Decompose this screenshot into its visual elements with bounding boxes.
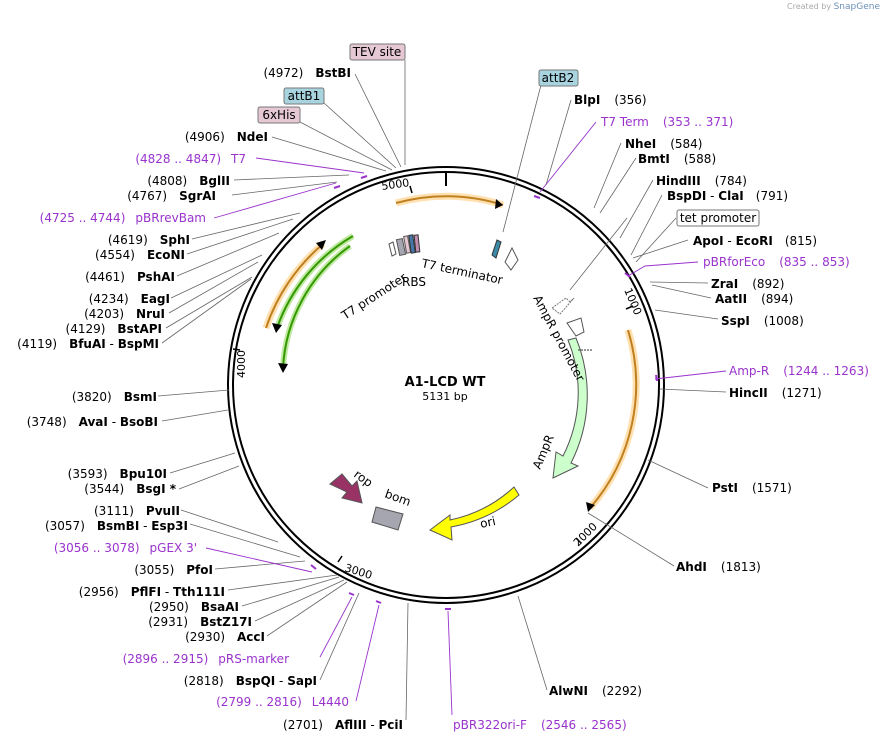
- ampr-promoter-feature: [551, 297, 575, 315]
- enzymes-left: (4972)BstBI (4906)NdeI (4808)BglII (4767…: [17, 66, 403, 732]
- svg-text:BlpI(356): BlpI(356): [574, 93, 647, 107]
- svg-text:(4906)NdeI: (4906)NdeI: [185, 130, 268, 144]
- svg-text:(2701)AflIII - PciI: (2701)AflIII - PciI: [283, 718, 403, 732]
- svg-text:(3056 .. 3078)pGEX 3': (3056 .. 3078)pGEX 3': [54, 541, 197, 555]
- green-arc-2: [282, 245, 351, 369]
- svg-text:(2956)PflFI - Tth111I: (2956)PflFI - Tth111I: [79, 585, 225, 599]
- svg-text:(3111)PvuII: (3111)PvuII: [94, 504, 180, 518]
- svg-text:4000: 4000: [235, 350, 248, 378]
- feature-box-attb2: attB2: [538, 69, 579, 87]
- svg-text:NheI(584): NheI(584): [625, 137, 702, 151]
- orf-right-arc: [589, 329, 638, 509]
- rbs-label: RBS: [402, 275, 426, 289]
- svg-text:pBRforEco(835 .. 853): pBRforEco(835 .. 853): [703, 255, 850, 269]
- svg-text:tet promoter: tet promoter: [680, 211, 756, 225]
- primer-labels: T7 Term(353 .. 371) pBRforEco(835 .. 853…: [453, 115, 869, 732]
- svg-text:(4203)NruI: (4203)NruI: [84, 307, 165, 321]
- svg-text:(3055)PfoI: (3055)PfoI: [134, 563, 213, 577]
- svg-text:(2818)BspQI - SapI: (2818)BspQI - SapI: [184, 674, 317, 688]
- ruler-tick-5000: 5000: [381, 176, 413, 194]
- svg-text:pBR322ori-F(2546 .. 2565): pBR322ori-F(2546 .. 2565): [453, 718, 627, 732]
- svg-text:(4972)BstBI: (4972)BstBI: [263, 66, 351, 80]
- svg-text:(2799 .. 2816)L4440: (2799 .. 2816)L4440: [216, 695, 349, 709]
- svg-text:attB2: attB2: [542, 71, 575, 85]
- svg-text:(3593)Bpu10I: (3593)Bpu10I: [68, 467, 167, 481]
- primer-leader-lines: [205, 121, 727, 716]
- svg-text:PstI(1571): PstI(1571): [712, 481, 792, 495]
- bom-label: bom: [383, 487, 413, 509]
- ruler-tick-4000: 4000: [232, 348, 248, 378]
- svg-text:ApoI - EcoRI(815): ApoI - EcoRI(815): [693, 234, 817, 248]
- svg-text:(4554)EcoNI: (4554)EcoNI: [95, 248, 185, 262]
- svg-text:(4828 .. 4847)T7: (4828 .. 4847)T7: [135, 152, 246, 166]
- plasmid-length: 5131 bp: [422, 390, 467, 403]
- svg-text:BspDI - ClaI(791): BspDI - ClaI(791): [667, 189, 788, 203]
- svg-text:HindIII(784): HindIII(784): [656, 174, 747, 188]
- svg-text:6xHis: 6xHis: [262, 108, 295, 122]
- feature-box-tet-promoter: tet promoter: [676, 209, 760, 227]
- t7-promoter-feature: [388, 241, 397, 257]
- svg-text:(2930)AccI: (2930)AccI: [185, 630, 265, 644]
- t7-terminator-arrow: [504, 246, 519, 271]
- feature-box-attb1: attB1: [283, 87, 325, 105]
- svg-text:(4725 .. 4744)pBRrevBam: (4725 .. 4744)pBRrevBam: [40, 211, 206, 225]
- svg-text:(4234)EagI: (4234)EagI: [89, 292, 170, 306]
- enzymes-right: BlpI(356) NheI(584) BmtI(588) HindIII(78…: [549, 93, 822, 698]
- feature-box-tev-site: TEV site: [349, 43, 406, 61]
- svg-text:(2931)BstZ17I: (2931)BstZ17I: [148, 615, 252, 629]
- svg-text:AatII(894): AatII(894): [715, 292, 793, 306]
- ori-arrow: [429, 486, 520, 541]
- svg-text:(3820)BsmI: (3820)BsmI: [72, 390, 157, 404]
- orf-right-arc-halo: [587, 328, 640, 511]
- plasmid-name: A1-LCD WT: [405, 375, 486, 390]
- svg-text:(4767)SgrAI: (4767)SgrAI: [127, 189, 216, 203]
- ruler-tick-1000: 1000: [621, 286, 644, 317]
- svg-text:(3748)AvaI - BsoBI: (3748)AvaI - BsoBI: [27, 415, 158, 429]
- svg-text:AhdI(1813): AhdI(1813): [676, 560, 761, 574]
- svg-text:TEV site: TEV site: [352, 45, 402, 59]
- svg-text:1000: 1000: [621, 286, 644, 317]
- svg-text:SspI(1008): SspI(1008): [721, 314, 804, 328]
- svg-text:(3057)BsmBI - Esp3I: (3057)BsmBI - Esp3I: [45, 519, 188, 533]
- feature-box-6xhis: 6xHis: [257, 106, 301, 124]
- svg-text:(4129)BstAPI: (4129)BstAPI: [66, 322, 162, 336]
- svg-text:BmtI(588): BmtI(588): [638, 152, 716, 166]
- t7-terminator-label: T7 terminator: [419, 256, 504, 287]
- snapgene-watermark: Created by SnapGene: [787, 2, 880, 12]
- svg-text:(4808)BglII: (4808)BglII: [147, 174, 230, 188]
- svg-text:ZraI(892): ZraI(892): [711, 277, 784, 291]
- svg-text:attB1: attB1: [288, 89, 321, 103]
- rbs-feature: [395, 237, 407, 257]
- green-arc-1: [276, 235, 354, 329]
- bom-feature: [371, 506, 404, 531]
- svg-text:(4461)PshAI: (4461)PshAI: [85, 270, 175, 284]
- backbone-outer: [227, 166, 665, 604]
- ampr-arrow: [552, 337, 588, 479]
- primer-labels-left: (2799 .. 2816)L4440 (2896 .. 2915)pRS-ma…: [40, 152, 349, 709]
- svg-text:AlwNI(2292): AlwNI(2292): [549, 684, 642, 698]
- orf-left-arc: [265, 243, 324, 329]
- svg-text:HincII(1271): HincII(1271): [729, 386, 822, 400]
- svg-text:(3544)BsgI *: (3544)BsgI *: [84, 482, 176, 496]
- svg-text:Amp-R(1244 .. 1263): Amp-R(1244 .. 1263): [729, 364, 869, 378]
- ampr-label: AmpR: [530, 433, 557, 471]
- svg-text:(2896 .. 2915)pRS-marker: (2896 .. 2915)pRS-marker: [123, 652, 289, 666]
- leader-lines: [157, 60, 727, 721]
- orf-top-arc: [395, 195, 504, 206]
- ampr-start-box: [566, 317, 585, 337]
- svg-text:(4619)SphI: (4619)SphI: [108, 233, 190, 247]
- svg-text:(4119)BfuAI - BspMI: (4119)BfuAI - BspMI: [17, 337, 159, 351]
- svg-text:(2950)BsaAI: (2950)BsaAI: [149, 600, 239, 614]
- t7-terminator-feature: [491, 239, 502, 259]
- t7-promoter-label: T7 promoter: [338, 270, 409, 323]
- svg-text:T7 Term(353 .. 371): T7 Term(353 .. 371): [600, 115, 733, 129]
- svg-text:5000: 5000: [381, 176, 411, 193]
- rop-arrow: [329, 473, 363, 504]
- ori-label: ori: [479, 514, 497, 531]
